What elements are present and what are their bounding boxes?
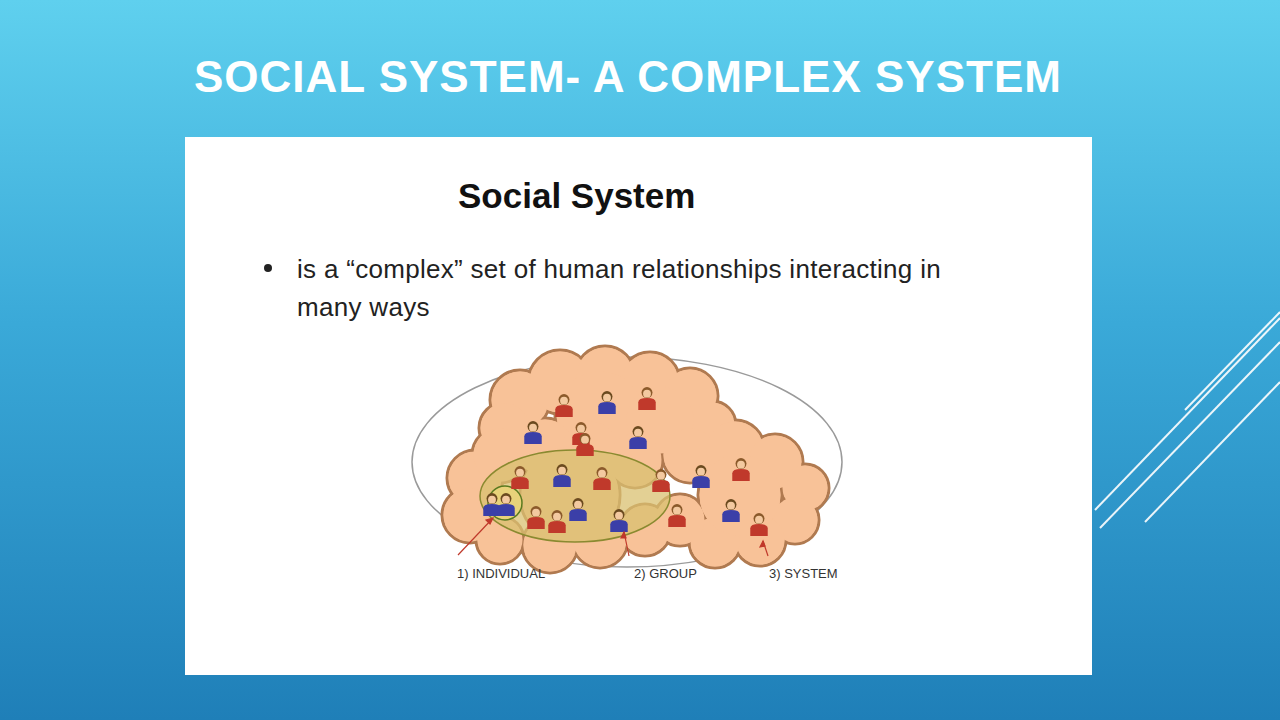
- person-icon: [576, 433, 593, 456]
- callout-label: 3) SYSTEM: [769, 566, 838, 581]
- person-icon: [524, 421, 541, 444]
- person-icon: [668, 504, 685, 527]
- person-icon: [638, 387, 655, 410]
- person-icon: [511, 466, 528, 489]
- bullet-text: is a “complex” set of human relationship…: [297, 250, 997, 326]
- person-icon: [652, 469, 669, 492]
- callout-label: 1) INDIVIDUAL: [457, 566, 545, 581]
- person-icon: [593, 467, 610, 490]
- slide-title: SOCIAL SYSTEM- A COMPLEX SYSTEM: [194, 52, 1062, 102]
- person-icon: [555, 394, 572, 417]
- person-icon: [722, 499, 739, 522]
- person-icon: [610, 509, 627, 532]
- cloud-fill: [700, 455, 781, 536]
- panel-heading: Social System: [458, 176, 695, 216]
- person-icon: [692, 465, 709, 488]
- person-icon: [569, 498, 586, 521]
- person-icon: [629, 426, 646, 449]
- callout-label: 2) GROUP: [634, 566, 697, 581]
- person-icon: [750, 513, 767, 536]
- person-icon: [732, 458, 749, 481]
- person-icon: [598, 391, 615, 414]
- bullet-dot: [264, 264, 272, 272]
- person-icon: [548, 510, 565, 533]
- person-icon: [497, 493, 514, 516]
- person-icon: [553, 464, 570, 487]
- person-icon: [527, 506, 544, 529]
